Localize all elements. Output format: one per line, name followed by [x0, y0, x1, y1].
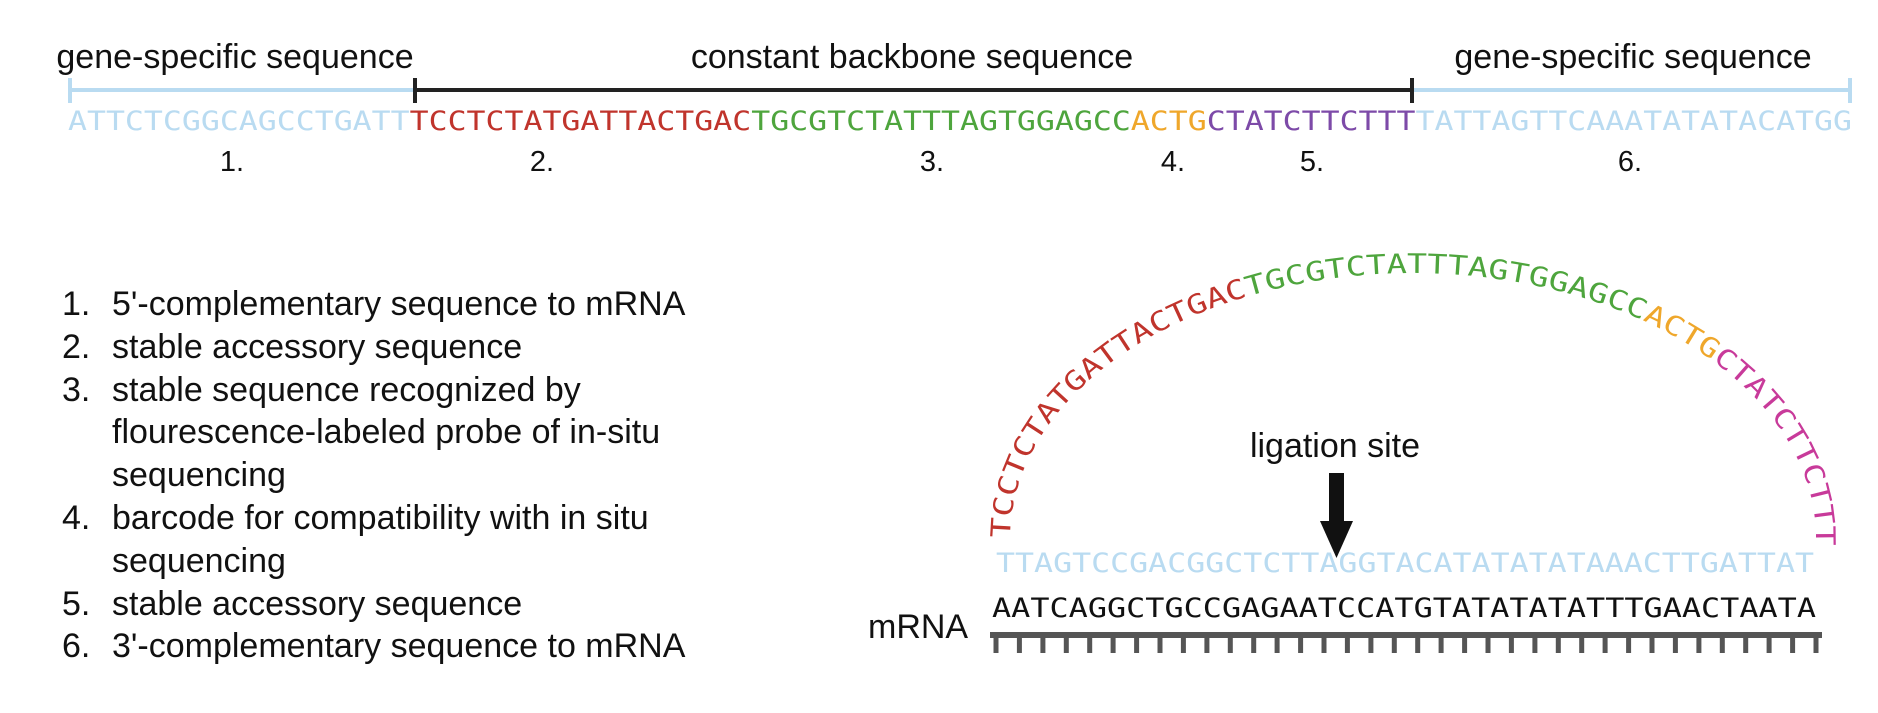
down-arrow-icon — [1320, 473, 1353, 558]
right-gene-specific-label: gene-specific sequence — [1454, 38, 1811, 76]
legend-number: 5. — [62, 585, 90, 623]
segment-number-3: 3. — [920, 146, 944, 178]
mrna-tick — [1602, 638, 1608, 653]
top-probe-layout: gene-specific sequence constant backbone… — [56, 38, 1852, 178]
mrna-tick — [1485, 638, 1491, 653]
mrna-tick — [1321, 638, 1327, 653]
arc-segment-2: TCCTCTATGATTACTGAC — [986, 273, 1250, 538]
legend-item: 5. stable accessory sequence — [62, 585, 522, 623]
segment-2-sequence: TCCTCTATGATTACTGAC — [410, 106, 752, 137]
mrna-tick — [1415, 638, 1421, 653]
legend-number: 3. — [62, 371, 90, 409]
mrna-label: mRNA — [868, 608, 968, 646]
legend-text: stable accessory sequence — [112, 585, 522, 623]
mrna-tick — [1813, 638, 1819, 653]
mrna-tick — [1391, 638, 1397, 653]
legend-text: sequencing — [112, 456, 286, 494]
mrna-tick — [1040, 638, 1046, 653]
backbone-label: constant backbone sequence — [691, 38, 1133, 76]
segment-number-6: 6. — [1618, 146, 1642, 178]
mrna-tick — [1743, 638, 1749, 653]
mrna-tick — [1368, 638, 1374, 653]
mrna-tick — [1110, 638, 1116, 653]
arc-segment-3: TGCGTCTATTTAGTGGAGCC — [1241, 249, 1651, 326]
mrna-tick — [1298, 638, 1304, 653]
probe-hybridized-sequence: TTAGTCCGACGGCTCTTAGGTACATATATATAAACTTGAT… — [996, 548, 1814, 579]
mrna-strand: mRNA AATCAGGCTGCCGAGAATCCATGTATATATATTTG… — [868, 593, 1822, 653]
legend-text: stable sequence recognized by — [112, 371, 581, 409]
backbone-bracket — [413, 78, 1414, 103]
right-gene-bracket — [1414, 78, 1852, 103]
mrna-tick — [1766, 638, 1772, 653]
mrna-tick — [1649, 638, 1655, 653]
left-gene-specific-label: gene-specific sequence — [56, 38, 413, 76]
mrna-tick — [1532, 638, 1538, 653]
legend-item: 3. stable sequence recognized by floures… — [62, 371, 660, 494]
mrna-tick — [1626, 638, 1632, 653]
ligation-site-label: ligation site — [1250, 427, 1420, 465]
legend-number: 4. — [62, 499, 90, 537]
segment-number-2: 2. — [530, 146, 554, 178]
mrna-tick — [1790, 638, 1796, 653]
padlock-arc: TCCTCTATGATTACTGACTGCGTCTATTTAGTGGAGCCAC… — [986, 249, 1840, 546]
segment-4-sequence: ACTG — [1131, 106, 1207, 137]
mrna-tick — [1063, 638, 1069, 653]
left-gene-bracket — [68, 78, 415, 103]
segment-3-sequence: TGCGTCTATTTAGTGGAGCC — [751, 106, 1131, 137]
legend-text: barcode for compatibility with in situ — [112, 499, 649, 537]
mrna-tick — [1134, 638, 1140, 653]
mrna-sequence: AATCAGGCTGCCGAGAATCCATGTATATATATTTGAACTA… — [992, 593, 1816, 624]
arc-sequence: TCCTCTATGATTACTGACTGCGTCTATTTAGTGGAGCCAC… — [986, 249, 1840, 546]
mrna-tick — [1555, 638, 1561, 653]
legend-number: 6. — [62, 627, 90, 665]
mrna-tick — [1251, 638, 1257, 653]
mrna-tick — [1579, 638, 1585, 653]
mrna-tick — [1227, 638, 1233, 653]
mrna-tick — [1672, 638, 1678, 653]
mrna-tick — [1016, 638, 1022, 653]
mrna-tick — [1462, 638, 1468, 653]
mrna-tick — [993, 638, 999, 653]
segment-6-sequence: TATTAGTTCAAATATATACATGG — [1415, 106, 1852, 137]
mrna-backbone — [990, 632, 1822, 638]
legend-list: 1. 5'-complementary sequence to mRNA 2. … — [62, 285, 686, 665]
legend-text: 3'-complementary sequence to mRNA — [112, 627, 686, 665]
segment-5-sequence: CTATCTTCTTT — [1207, 106, 1416, 137]
legend-item: 1. 5'-complementary sequence to mRNA — [62, 285, 686, 323]
legend-number: 2. — [62, 328, 90, 366]
arc-segment-5: CTATCTTCTTT — [1708, 341, 1840, 546]
segment-number-5: 5. — [1300, 146, 1324, 178]
segment-number-1: 1. — [220, 146, 244, 178]
mrna-tick — [1508, 638, 1514, 653]
segment-number-4: 4. — [1161, 146, 1185, 178]
legend-item: 2. stable accessory sequence — [62, 328, 522, 366]
legend-item: 6. 3'-complementary sequence to mRNA — [62, 627, 686, 665]
legend-text: flourescence-labeled probe of in-situ — [112, 413, 660, 451]
legend-item: 4. barcode for compatibility with in sit… — [62, 499, 649, 580]
mrna-tick — [1157, 638, 1163, 653]
legend-text: 5'-complementary sequence to mRNA — [112, 285, 686, 323]
mrna-tick — [1719, 638, 1725, 653]
mrna-base-ticks — [993, 638, 1819, 653]
mrna-tick — [1696, 638, 1702, 653]
legend-text: stable accessory sequence — [112, 328, 522, 366]
segment-1-sequence: ATTCTCGGCAGCCTGATT — [68, 106, 410, 137]
ligation-site: ligation site — [1250, 427, 1420, 558]
legend-text: sequencing — [112, 542, 286, 580]
mrna-tick — [1087, 638, 1093, 653]
arc-segment-4: ACTG — [1639, 298, 1725, 366]
mrna-tick — [1274, 638, 1280, 653]
mrna-tick — [1344, 638, 1350, 653]
mrna-tick — [1204, 638, 1210, 653]
mrna-tick — [1180, 638, 1186, 653]
mrna-tick — [1438, 638, 1444, 653]
legend-number: 1. — [62, 285, 90, 323]
